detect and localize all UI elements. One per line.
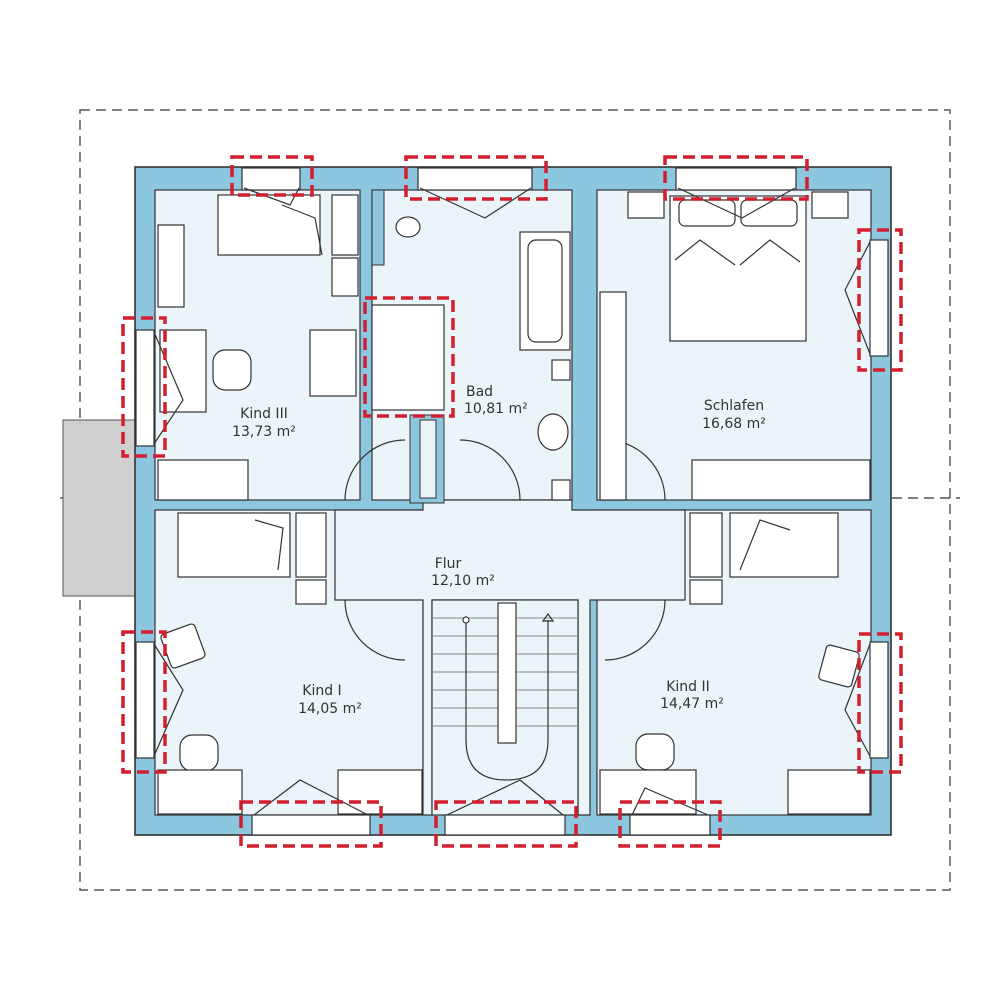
- kind3-area: 13,73 m²: [232, 424, 296, 440]
- stair-path: [465, 618, 549, 781]
- schlafen-name: Schlafen: [704, 398, 764, 414]
- cabinet-bad-2: [551, 479, 571, 501]
- balcony-area: [62, 419, 136, 597]
- highlight-window-kind3-left: [121, 316, 167, 458]
- kind2-name: Kind II: [666, 679, 710, 695]
- stair-start-icon: [462, 616, 470, 624]
- bad-fixtures: [371, 189, 571, 501]
- highlight-window-kind1-left: [121, 630, 167, 774]
- shelf-kind3: [331, 257, 359, 297]
- windows: [135, 167, 889, 836]
- chair-kind3: [212, 349, 252, 391]
- roof-outline: [79, 109, 951, 891]
- flur-name: Flur: [435, 556, 462, 572]
- shaft: [419, 419, 437, 499]
- kind2-furniture: [599, 512, 871, 815]
- highlight-window-kind3-top: [230, 155, 314, 197]
- desk-kind2: [599, 769, 697, 815]
- kind1-name: Kind I: [302, 683, 341, 699]
- bad-name: Bad: [466, 384, 493, 400]
- stair-stringer: [497, 602, 517, 744]
- door-swings: [344, 439, 666, 661]
- desk-kind3: [159, 329, 207, 413]
- nightstand-kind3: [331, 194, 359, 256]
- nightstand-kind2: [689, 512, 723, 578]
- highlighted-windows: [121, 155, 903, 848]
- highlight-window-kind1-bottom: [239, 800, 383, 848]
- kind3-furniture: [157, 194, 359, 501]
- bed-kind1: [177, 512, 291, 578]
- highlight-window-kind2-right: [857, 632, 903, 774]
- kind1-area: 14,05 m²: [298, 701, 362, 717]
- wardrobe-schlafen: [599, 291, 627, 501]
- room-flur-floor: [334, 499, 686, 816]
- chair-kind2: [818, 644, 860, 688]
- sideboard-kind2: [787, 769, 871, 815]
- bed-kind3: [217, 194, 321, 256]
- washbasin-icon: [537, 413, 569, 451]
- schlafen-area: 16,68 m²: [702, 416, 766, 432]
- shower: [371, 304, 445, 411]
- cabinet-bad: [551, 359, 571, 381]
- bed-kind2: [729, 512, 839, 578]
- highlight-window-bad-top: [404, 155, 548, 201]
- desk-kind1: [157, 769, 243, 815]
- schlafen-furniture: [599, 191, 871, 501]
- pillow-right-icon: [740, 199, 798, 227]
- highlight-window-schlafen-right: [857, 228, 903, 372]
- highlight-window-schlafen-top: [663, 155, 809, 201]
- toilet-icon: [395, 216, 421, 238]
- kind3-name: Kind III: [240, 406, 288, 422]
- stair-arrow-icon: [541, 612, 555, 622]
- armchair-kind3: [309, 329, 357, 397]
- sideboard-kind3: [157, 459, 249, 501]
- dresser-schlafen: [691, 459, 871, 501]
- desk-chair-kind2: [635, 733, 675, 771]
- bad-area: 10,81 m²: [464, 401, 528, 417]
- pillow-left-icon: [678, 199, 736, 227]
- kind1-furniture: [157, 512, 423, 815]
- wardrobe-kind3: [157, 224, 185, 308]
- highlight-shower: [363, 296, 455, 418]
- flur-area: 12,10 m²: [431, 573, 495, 589]
- kind2-area: 14,47 m²: [660, 696, 724, 712]
- nightstand-kind1: [295, 512, 327, 578]
- desk-chair-kind1: [179, 734, 219, 772]
- highlight-window-flur-bottom: [434, 800, 578, 848]
- room-labels: Kind III 13,73 m² Bad 10,81 m² Schlafen …: [232, 384, 766, 717]
